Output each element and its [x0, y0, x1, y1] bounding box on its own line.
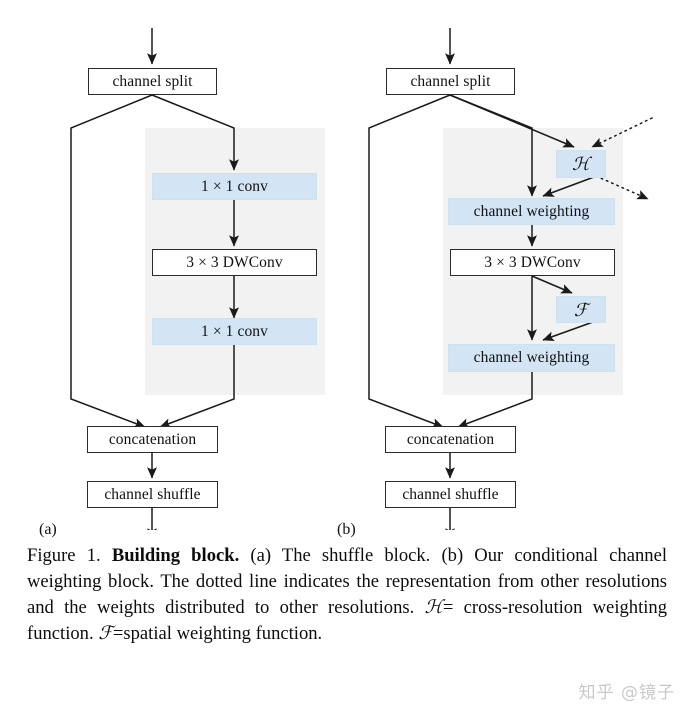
panel-label-a: (a) — [39, 521, 57, 538]
caption-body: (a) The shuffle block. (b) Our condition… — [27, 545, 667, 618]
node-a-conv-1x1-first-label: 1 × 1 conv — [201, 177, 268, 195]
node-b-cross-resolution-weighting-function[interactable]: ℋ — [556, 150, 606, 178]
edge-b-split-left — [368, 94, 451, 428]
node-b-dwconv-3x3-label: 3 × 3 DWConv — [484, 253, 581, 271]
node-b-concatenation-label: concatenation — [406, 430, 495, 448]
caption-h-definition: = cross-resolution weighting function. — [27, 596, 668, 644]
edge-b-dotted-in-from-other-resolutions — [591, 117, 653, 148]
node-a-conv-1x1-second-label: 1 × 1 conv — [201, 322, 268, 340]
caption-prefix: Figure 1. — [27, 545, 101, 566]
node-b-channel-weighting-second[interactable]: channel weighting — [448, 344, 615, 372]
node-a-dwconv-3x3-label: 3 × 3 DWConv — [186, 253, 283, 271]
node-b-channel-weighting-second-label: channel weighting — [473, 349, 590, 367]
node-a-channel-split[interactable]: channel split — [88, 68, 217, 95]
caption-f-definition: =spatial weighting function. — [112, 622, 323, 644]
edge-b-split-to-h — [449, 94, 575, 148]
node-a-dwconv-3x3[interactable]: 3 × 3 DWConv — [152, 249, 317, 276]
node-a-channel-split-label: channel split — [112, 72, 193, 90]
node-b-spatial-weighting-function[interactable]: ℱ — [556, 296, 606, 323]
node-b-channel-split[interactable]: channel split — [386, 68, 515, 95]
caption-bold-title: Building block. — [111, 545, 240, 566]
edge-a-conv2-to-concat — [159, 344, 235, 428]
edge-a-split-right — [151, 94, 239, 171]
node-a-conv-1x1-first[interactable]: 1 × 1 conv — [152, 173, 317, 200]
caption-h-symbol: ℋ — [424, 596, 443, 618]
edge-b-h-to-weighting1 — [542, 176, 595, 197]
edge-b-f-to-weighting2 — [542, 321, 594, 341]
zhihu-watermark: 知乎 @镜子 — [578, 683, 675, 703]
node-b-f-symbol-label: ℱ — [573, 299, 589, 320]
node-b-channel-split-label: channel split — [410, 72, 491, 90]
node-b-concatenation[interactable]: concatenation — [385, 426, 516, 453]
node-a-conv-1x1-second[interactable]: 1 × 1 conv — [152, 318, 317, 345]
node-a-concatenation-label: concatenation — [108, 430, 197, 448]
node-b-h-symbol-label: ℋ — [572, 154, 590, 174]
edge-b-dotted-out-to-other-resolutions — [595, 175, 649, 200]
node-a-channel-shuffle-label: channel shuffle — [104, 485, 201, 503]
figure-caption: Figure 1. Building block. (a) The shuffl… — [27, 543, 667, 647]
node-b-dwconv-3x3[interactable]: 3 × 3 DWConv — [450, 249, 615, 276]
edge-a-split-left — [70, 94, 153, 428]
node-a-channel-shuffle[interactable]: channel shuffle — [87, 481, 218, 508]
edge-b-dwconv-to-f — [531, 275, 573, 294]
node-b-channel-weighting-first-label: channel weighting — [473, 202, 590, 220]
node-b-channel-shuffle[interactable]: channel shuffle — [385, 481, 516, 508]
edge-b-weighting2-to-concat — [457, 372, 533, 428]
caption-f-symbol: ℱ — [98, 622, 113, 644]
node-b-channel-weighting-first[interactable]: channel weighting — [448, 198, 615, 225]
node-b-channel-shuffle-label: channel shuffle — [402, 485, 499, 503]
panel-label-b: (b) — [337, 521, 356, 538]
node-a-concatenation[interactable]: concatenation — [87, 426, 218, 453]
